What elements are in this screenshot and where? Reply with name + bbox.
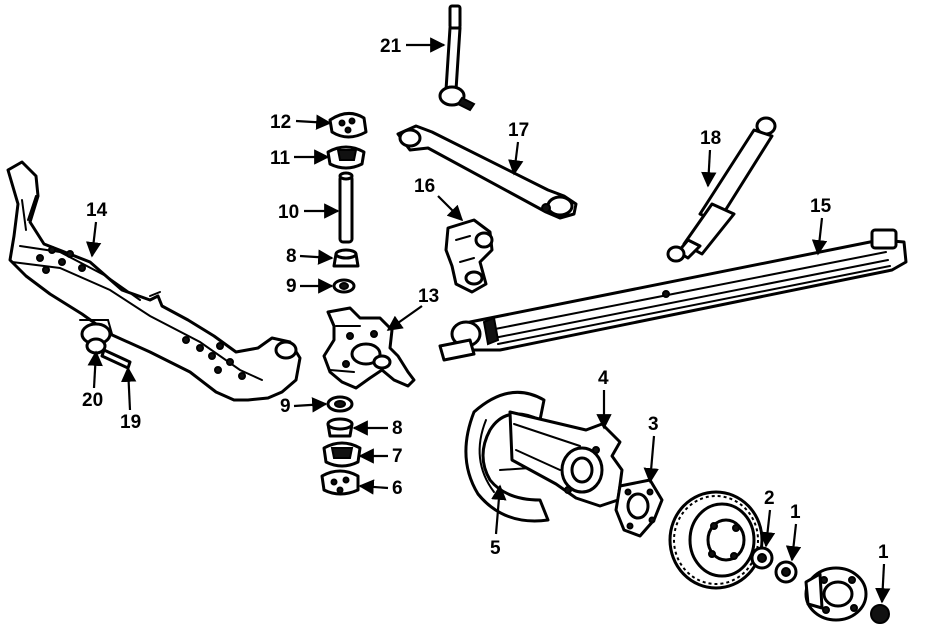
callouts: 21 12 11 10 8 9 13 9 8 7 6 14 20 xyxy=(82,36,891,604)
callout-3: 3 xyxy=(648,414,659,435)
callout-6: 6 xyxy=(392,478,403,499)
callout-21: 21 xyxy=(380,36,402,57)
callout-10: 10 xyxy=(278,202,299,223)
callout-9-lower: 9 xyxy=(280,396,291,417)
callout-9-upper: 9 xyxy=(286,276,297,297)
seal-11 xyxy=(326,145,366,170)
bushing-part-20 xyxy=(79,319,113,355)
callout-16: 16 xyxy=(414,176,435,197)
callout-15: 15 xyxy=(810,196,832,217)
callout-17: 17 xyxy=(508,120,529,141)
callout-1-right: 1 xyxy=(878,542,889,563)
nut-1-right xyxy=(870,604,890,624)
flange-3 xyxy=(614,478,664,538)
wheel-hub xyxy=(804,566,868,622)
king-pin-10 xyxy=(338,171,354,244)
shock-absorber-18 xyxy=(666,116,777,263)
tie-rod-17 xyxy=(396,124,578,220)
callout-11: 11 xyxy=(270,148,291,169)
callout-5: 5 xyxy=(490,538,501,559)
bearing-1-middle xyxy=(774,560,798,584)
bearing-cap-12 xyxy=(328,112,368,139)
tie-rod-stud-21 xyxy=(438,4,476,112)
i-beam-axle xyxy=(6,160,302,402)
cap-6 xyxy=(320,469,360,496)
seal-7 xyxy=(322,441,362,468)
callout-13: 13 xyxy=(418,286,439,307)
spring-hanger-16 xyxy=(444,218,494,294)
bolt-part-19 xyxy=(100,348,132,370)
callout-8-upper: 8 xyxy=(286,246,297,267)
bushing-8-upper xyxy=(332,248,360,268)
thrust-bearing-9-lower xyxy=(326,395,354,413)
brake-rotor xyxy=(668,490,764,590)
steering-knuckle-13 xyxy=(322,306,416,390)
callout-8-lower: 8 xyxy=(392,418,403,439)
callout-12: 12 xyxy=(270,112,291,133)
callout-4: 4 xyxy=(598,368,609,389)
callout-7: 7 xyxy=(392,446,403,467)
callout-2: 2 xyxy=(764,488,775,509)
callout-18: 18 xyxy=(700,128,721,149)
axle-housing-4 xyxy=(508,410,624,508)
callout-20: 20 xyxy=(82,390,103,411)
callout-1-middle: 1 xyxy=(790,502,801,523)
bearing-2 xyxy=(750,546,774,570)
callout-14: 14 xyxy=(86,200,108,221)
bushing-8-lower xyxy=(326,417,354,438)
leaf-spring-15 xyxy=(438,228,908,362)
thrust-bearing-9-upper xyxy=(332,278,356,294)
callout-19: 19 xyxy=(120,412,141,433)
